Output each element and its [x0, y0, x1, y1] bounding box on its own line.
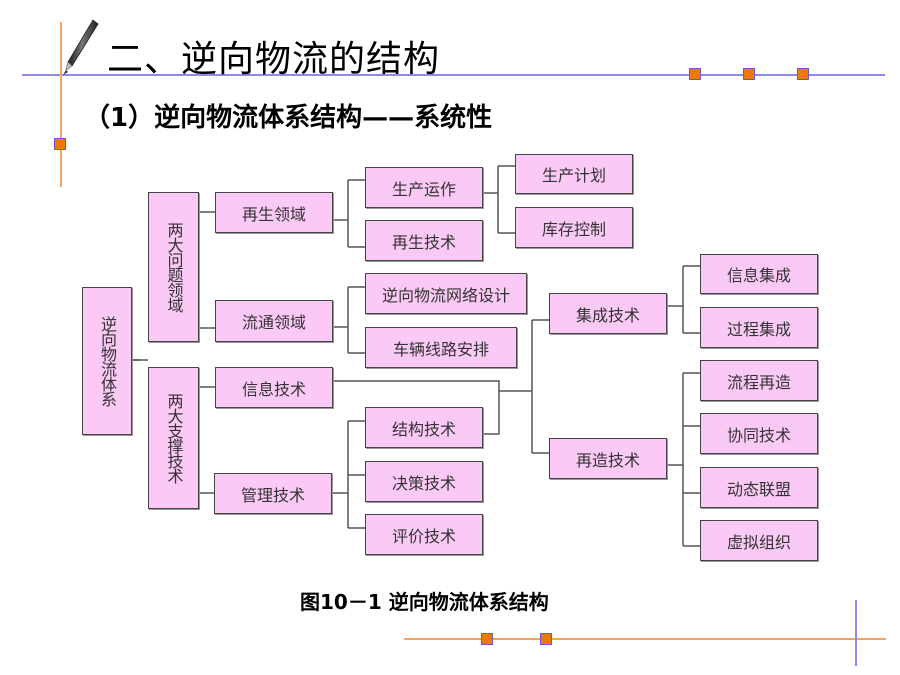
node-dynamic-alliance: 动态联盟 [700, 467, 818, 508]
orange-square-bullet-icon [481, 633, 493, 645]
node-root: 逆向物流体系 [82, 287, 132, 435]
connector-line [332, 179, 365, 248]
connector-line [332, 286, 365, 354]
connector-line [531, 319, 549, 454]
slide-subtitle: （1）逆向物流体系结构——系统性 [84, 103, 493, 133]
connector-line [482, 165, 515, 234]
node-network-design: 逆向物流网络设计 [365, 273, 527, 314]
node-problem-domains: 两大问题领域 [148, 192, 199, 342]
header-divider-line [22, 74, 885, 76]
node-integration-technology: 集成技术 [549, 293, 667, 334]
node-process-reengineering: 流程再造 [700, 360, 818, 401]
node-evaluation-technology: 评价技术 [365, 514, 483, 555]
node-collaborative-technology: 协同技术 [700, 413, 818, 454]
orange-square-bullet-icon [689, 68, 701, 80]
orange-square-bullet-icon [54, 138, 66, 150]
connector-line [332, 380, 500, 435]
node-vehicle-routing: 车辆线路安排 [365, 327, 517, 368]
orange-square-bullet-icon [797, 68, 809, 80]
figure-caption: 图10－1 逆向物流体系结构 [300, 590, 549, 614]
node-inventory-control: 库存控制 [515, 207, 633, 248]
connector-line [666, 372, 700, 547]
node-information-integration: 信息集成 [700, 254, 818, 294]
node-label: 两大支撑技术 [164, 393, 184, 483]
node-management-technology: 管理技术 [214, 473, 332, 514]
node-process-integration: 过程集成 [700, 307, 818, 348]
node-information-technology: 信息技术 [215, 367, 333, 408]
node-virtual-organization: 虚拟组织 [700, 520, 818, 561]
node-regeneration-domain: 再生领域 [215, 192, 333, 233]
slide-title: 二、逆向物流的结构 [107, 39, 441, 80]
node-production-operation: 生产运作 [365, 167, 483, 208]
orange-square-bullet-icon [540, 633, 552, 645]
node-production-planning: 生产计划 [515, 154, 633, 194]
pen-icon [63, 19, 99, 75]
node-decision-technology: 决策技术 [365, 461, 483, 502]
orange-square-bullet-icon [743, 68, 755, 80]
connector-line [666, 265, 700, 334]
node-structure-technology: 结构技术 [365, 407, 483, 448]
left-accent-line [60, 22, 62, 187]
node-circulation-domain: 流通领域 [215, 300, 333, 342]
footer-divider-line [404, 638, 886, 640]
node-label: 逆向物流体系 [98, 316, 117, 406]
connector-line [331, 420, 365, 529]
node-label: 两大问题领域 [164, 222, 184, 312]
node-support-technologies: 两大支撑技术 [148, 367, 199, 509]
node-regeneration-technology: 再生技术 [365, 220, 483, 261]
node-reengineering-technology: 再造技术 [549, 438, 667, 479]
footer-accent-line [855, 600, 857, 666]
